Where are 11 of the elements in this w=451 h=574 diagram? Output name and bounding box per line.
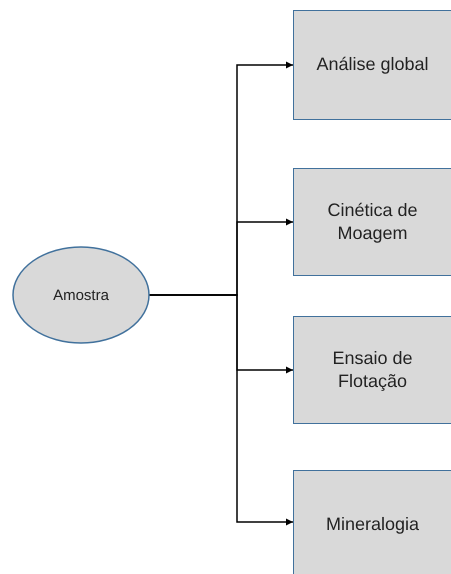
node-label: Análise global <box>316 53 429 76</box>
node-label: Amostra <box>53 286 109 304</box>
node-label: Ensaio de Flotação <box>331 346 414 393</box>
ellipse-node <box>13 247 149 343</box>
node-label: Mineralogia <box>326 513 420 536</box>
node-label: Cinética de Moagem <box>326 198 419 245</box>
arrow <box>149 294 293 526</box>
process-box <box>293 316 451 424</box>
process-box <box>293 10 451 120</box>
process-box <box>293 470 451 574</box>
process-box <box>293 168 451 276</box>
